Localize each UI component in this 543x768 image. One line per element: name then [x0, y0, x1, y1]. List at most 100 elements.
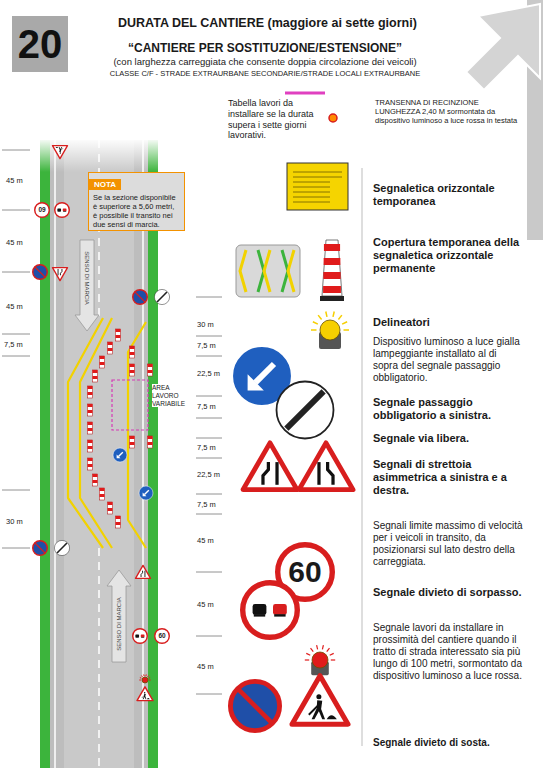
barrier-cone: [88, 422, 93, 434]
cone-body: [100, 356, 105, 368]
cone-stripe: [88, 422, 93, 425]
barrier-cone: [130, 364, 135, 376]
cone-stripe: [88, 410, 93, 413]
barrier-cone: [100, 488, 105, 500]
wheel: [58, 211, 61, 213]
sign-face: [113, 448, 127, 462]
limit-sign: [35, 203, 50, 218]
car: [57, 208, 61, 211]
distance-label: 7,5 m: [197, 443, 216, 452]
lamp-ray: [139, 680, 141, 681]
limit-sign: [155, 629, 170, 644]
lamp-ray: [141, 676, 142, 677]
legend-text: Delineatori: [373, 316, 523, 329]
lamp-ray: [331, 659, 335, 660]
fence-lamp: [329, 114, 337, 122]
area-label: AREA LAVORO VARIABILE: [152, 384, 194, 407]
cone-body: [88, 404, 93, 416]
legend-text: Segnale divieto di sosta.: [373, 737, 523, 749]
board-line: [293, 192, 330, 193]
distance-tick: [196, 572, 222, 573]
cone-body: [100, 488, 105, 500]
title: DURATA DEL CANTIERE (maggiore ai sette g…: [118, 16, 417, 30]
board-line: [293, 182, 330, 183]
distance-tick: [196, 514, 222, 515]
cone-body: [148, 364, 153, 376]
cone-body: [108, 502, 113, 514]
worker-pile: [147, 698, 150, 699]
distance-label: 22,5 m: [197, 369, 220, 378]
worker-head: [60, 152, 61, 153]
sign-face: [33, 265, 48, 280]
road-center: [64, 140, 134, 768]
cone-stripe: [100, 362, 105, 365]
worker-pile: [56, 147, 59, 148]
distance-tick: [196, 438, 222, 439]
sign-face: [136, 565, 151, 578]
temporary-marking: [68, 318, 103, 548]
distance-tick: [196, 356, 222, 357]
cone-body: [116, 516, 121, 528]
sign-bar: [286, 391, 323, 428]
legend-text: Segnaletica orizzontale temporanea: [373, 182, 523, 208]
verge-right: [148, 140, 158, 768]
cone-stripe: [93, 480, 98, 483]
lamp-ray: [342, 322, 347, 324]
distance-tick: [196, 396, 222, 397]
board-line: [293, 177, 342, 178]
barrier-cone: [88, 458, 93, 470]
distance-label: 45 m: [197, 600, 214, 609]
cone-stripe: [88, 458, 93, 461]
cone-body: [88, 422, 93, 434]
legend-text: Tabella lavori da installare se la durat…: [228, 98, 320, 141]
distance-label: 45 m: [6, 238, 23, 247]
edge-line: [54, 140, 56, 768]
cone-stripe: [93, 376, 98, 379]
sign-face: [243, 583, 298, 638]
legend-text: Segnali di strettoia asimmetrica a sinis…: [373, 458, 523, 498]
corner-arrow: [466, 4, 540, 90]
post-base: [320, 296, 344, 301]
column-divider: [362, 168, 363, 746]
sign-face: [33, 541, 48, 556]
legend-text: Segnale via libera.: [373, 432, 523, 445]
work-area: [112, 380, 148, 430]
worker-pile: [327, 715, 337, 719]
sign-number: 60: [158, 633, 165, 640]
temporary-marking: [128, 322, 146, 548]
sign-face: [155, 629, 170, 644]
car: [273, 604, 287, 615]
sign-symbol: [319, 462, 333, 485]
distance-label: 22,5 m: [197, 470, 220, 479]
lamp-ray: [149, 680, 151, 681]
narrow-line: [328, 462, 333, 485]
edge-line: [142, 140, 144, 768]
distance-tick: [2, 210, 30, 211]
cone-body: [130, 346, 135, 358]
sign-arrow: [255, 364, 274, 383]
worker-shovel: [60, 148, 63, 151]
cone-stripe: [88, 392, 93, 395]
legend-text: Dispositivo luminoso a luce gialla lampe…: [373, 336, 523, 384]
sign-bar: [135, 292, 145, 302]
cone-stripe: [108, 508, 113, 511]
cone-body: [88, 386, 93, 398]
distance-tick: [196, 336, 222, 337]
lamp-ray: [306, 653, 310, 655]
noovertake-sign: [243, 583, 298, 638]
sign-number: 60: [288, 557, 321, 587]
distance-label: 7,5 m: [197, 341, 216, 350]
nopark-sign: [33, 265, 48, 280]
cone-stripe: [88, 446, 93, 449]
cone-stripe: [130, 442, 135, 445]
cone-stripe: [100, 494, 105, 497]
cone-stripe: [148, 364, 153, 367]
sign-arrow-head: [117, 455, 121, 459]
cone-stripe: [108, 502, 113, 505]
wheel: [254, 614, 265, 616]
distance-tick: [196, 418, 222, 419]
lamp-ray: [344, 329, 350, 331]
lamp-ray: [149, 677, 150, 679]
box-heading: 20: [18, 24, 63, 64]
post-body: [322, 240, 342, 296]
